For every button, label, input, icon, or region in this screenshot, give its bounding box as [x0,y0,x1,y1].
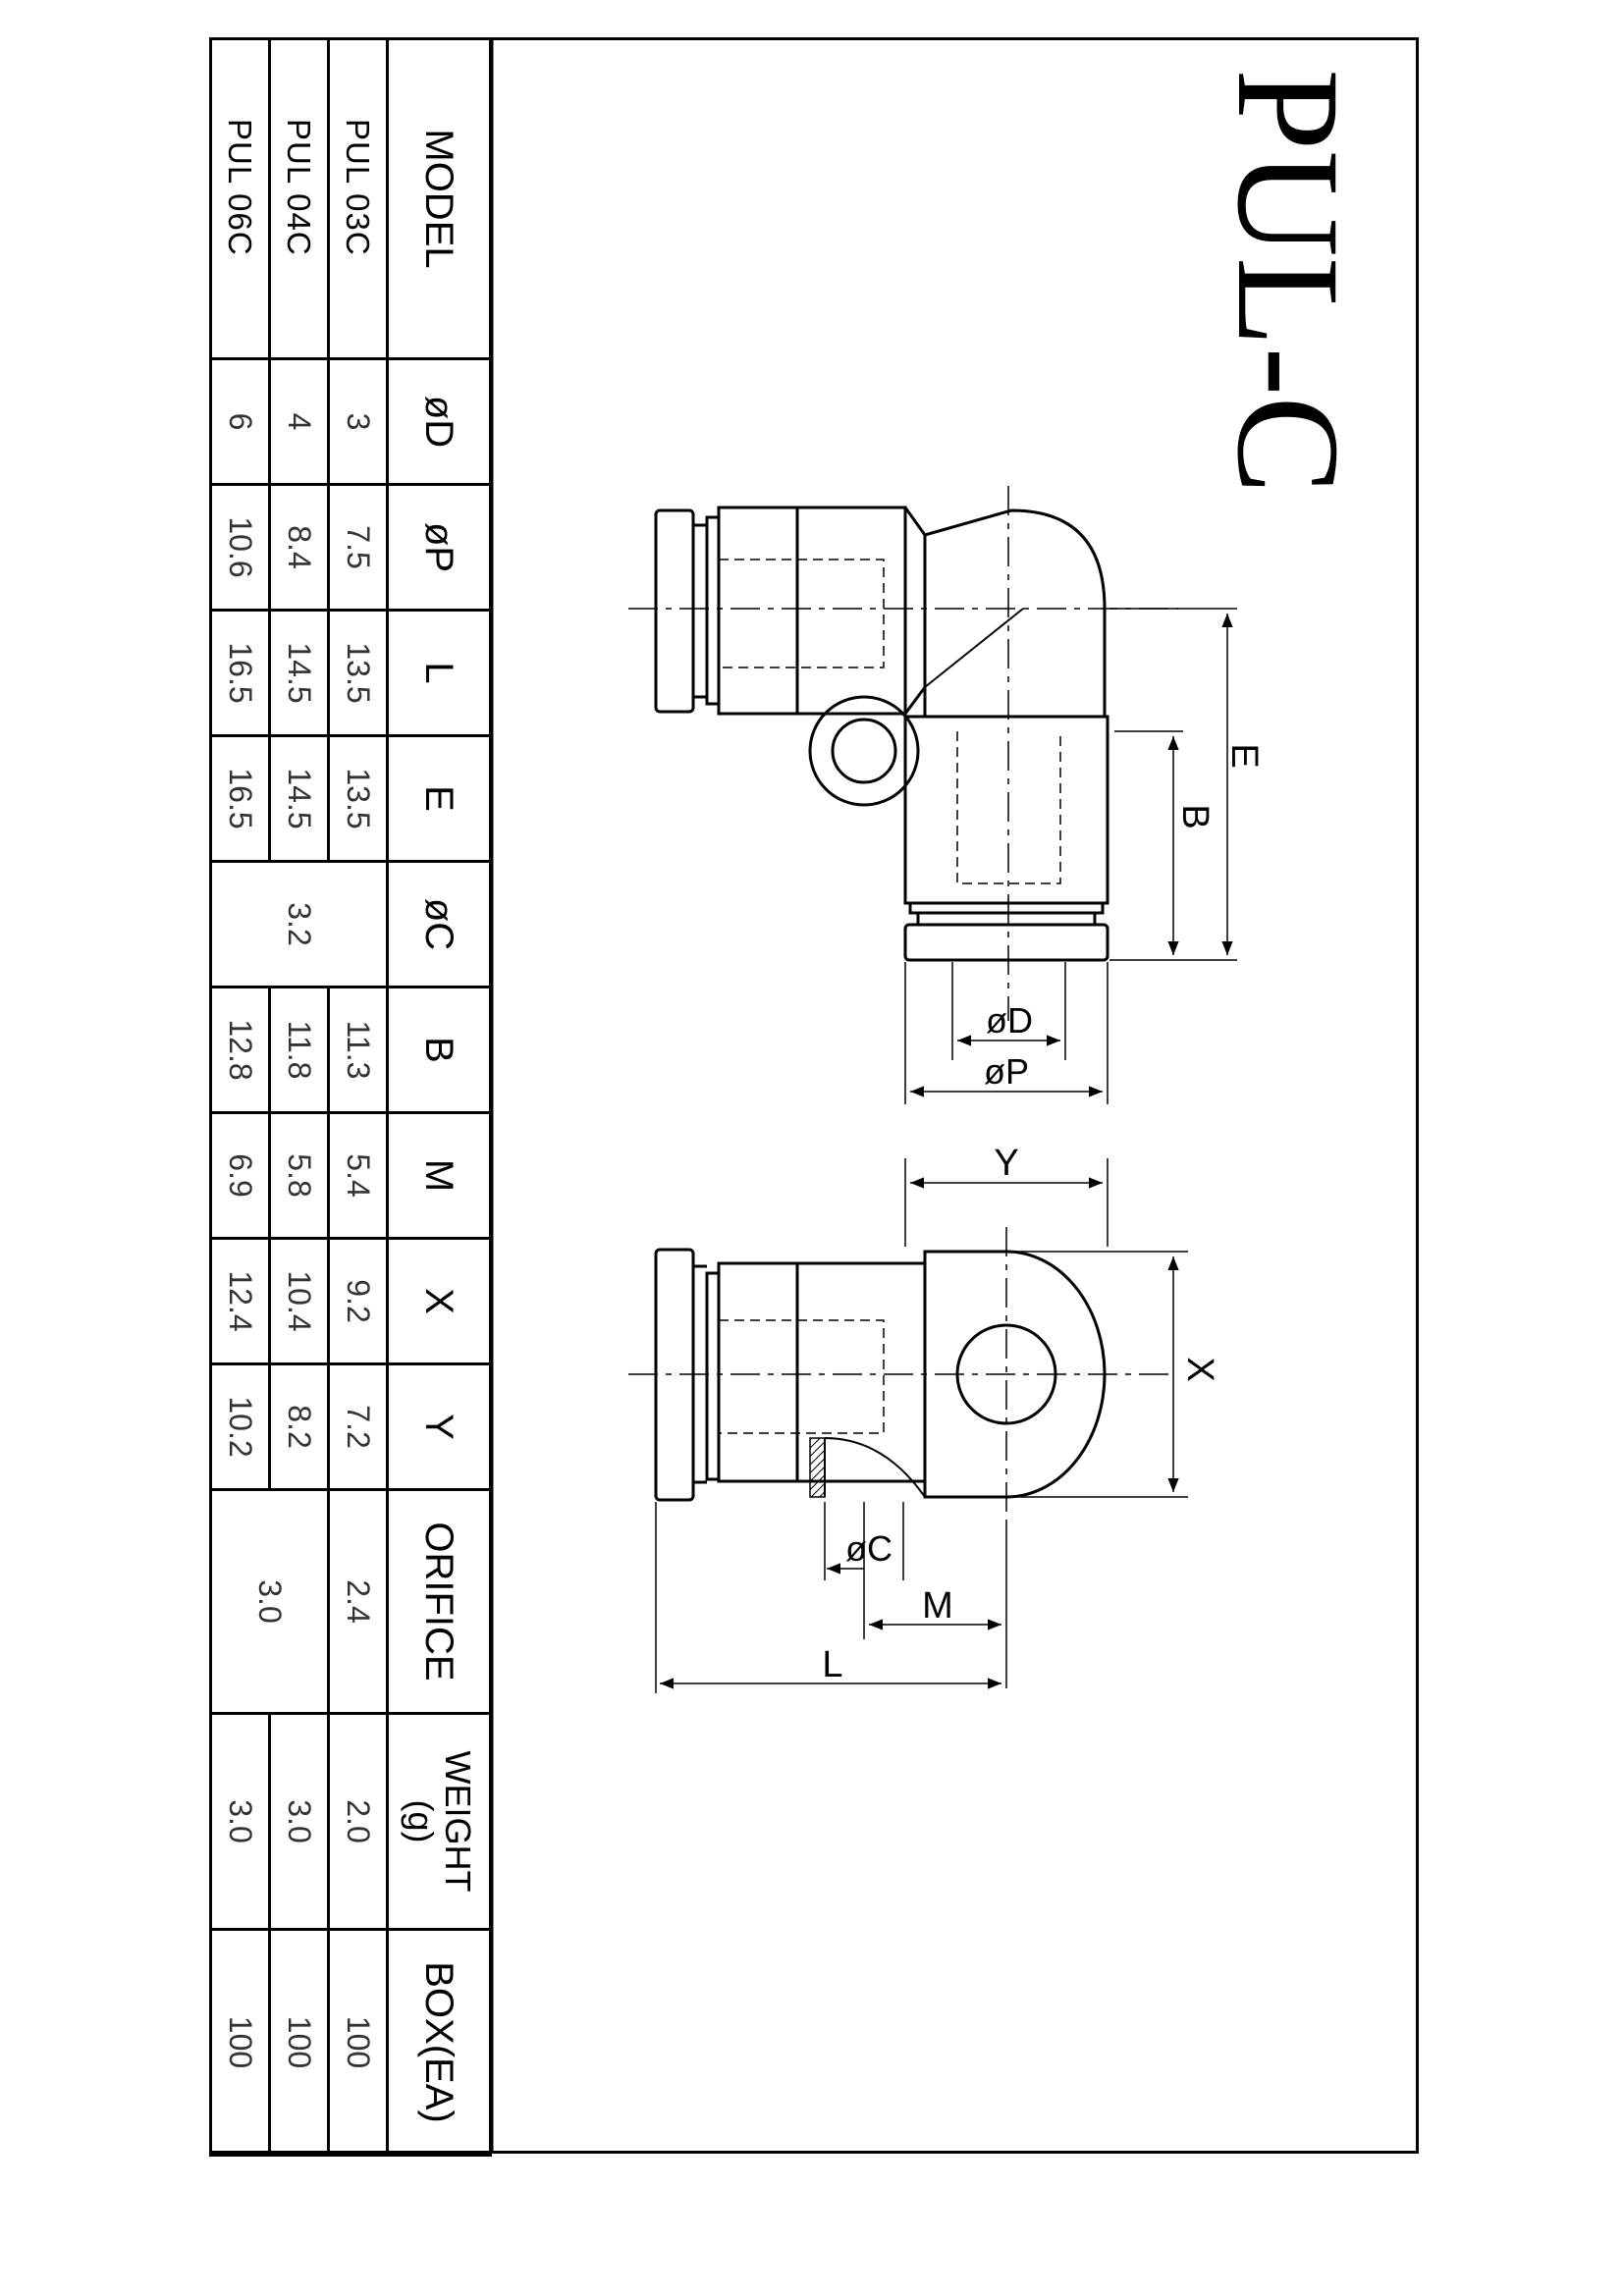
dim-d-label: øD [986,1000,1033,1041]
dims-bottom [655,1158,1188,1693]
dim-b-label: B [1174,804,1216,828]
dims-top [904,608,1237,1104]
dim-y-label: Y [994,1143,1018,1184]
dim-m-label: M [922,1585,953,1627]
elbow-front-view [628,1227,1168,1522]
dim-c-label: øC [845,1528,893,1569]
dim-l-label: L [822,1644,842,1685]
elbow-side-view [628,486,1178,1021]
drawing-frame [209,37,1419,2154]
dim-p-label: øP [984,1051,1029,1092]
dim-e-label: E [1223,743,1265,768]
drawing-title: PUL-C [1207,69,1370,494]
dim-x-label: X [1179,1357,1220,1381]
